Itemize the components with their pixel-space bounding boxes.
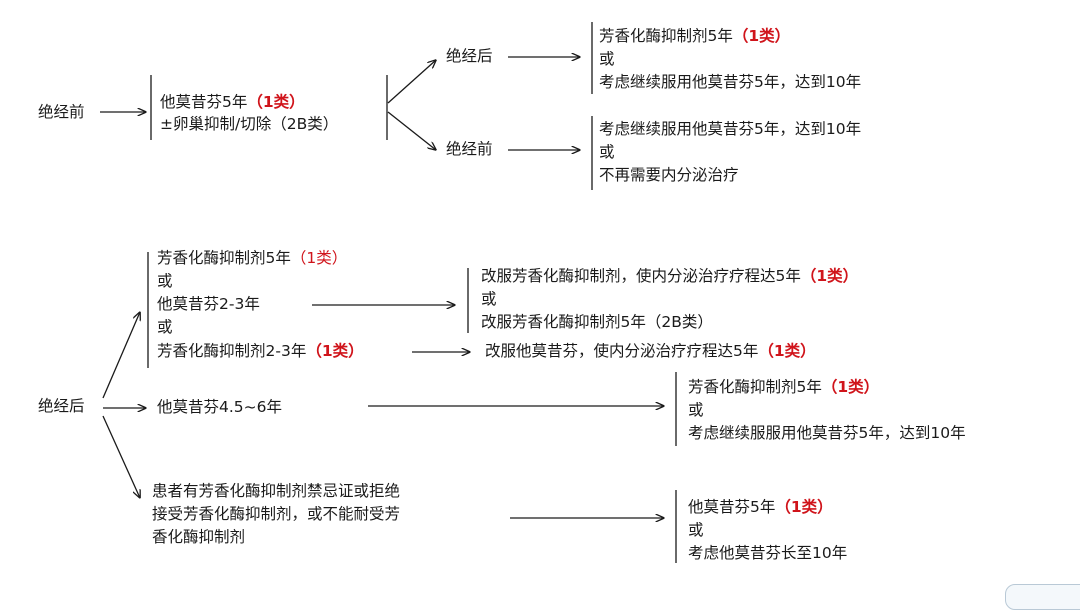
category-1-badge: （1类） [732,27,791,45]
category-1-badge: （1类） [775,498,833,516]
option-ai-2-3y: 芳香化酶抑制剂2-3年（1类） [157,341,364,362]
outcome-continue-tam-10y: 考虑继续服服用他莫昔芬5年，达到10年 [688,424,966,442]
option-ai-2-3y-label: 芳香化酶抑制剂2-3年 [157,342,307,360]
outcome-extend-tam-10y: 考虑他莫昔芬长至10年 [688,544,848,562]
outcome-continue-tam-10y: 考虑继续服用他莫昔芬5年，达到10年 [599,73,862,91]
node-postmenopausal-branch: 绝经后 [446,47,493,65]
option-ai-contraindicated-line3: 香化酶抑制剂 [152,528,246,546]
outcome-switch-to-tam-label: 改服他莫昔芬，使内分泌治疗疗程达5年 [485,342,759,360]
or-label: 或 [599,50,615,68]
node-tamoxifen-5y-label: 他莫昔芬5年 [160,93,248,111]
treatment-flowchart: 绝经前 他莫昔芬5年（1类） ±卵巢抑制/切除（2B类） 绝经后 绝经前 芳香化… [38,22,1080,610]
node-ovarian-suppression: ±卵巢抑制/切除（2B类） [160,115,339,133]
arrow-post-to-group1 [102,312,140,399]
or-label: 或 [599,143,615,161]
option-ai-contraindicated-line1: 患者有芳香化酶抑制剂禁忌证或拒绝 [152,482,401,500]
option-ai-5y-label: 芳香化酶抑制剂5年 [157,249,291,267]
category-1-badge: （1类） [247,93,305,111]
or-label: 或 [688,521,704,539]
category-1-badge: （1类） [758,342,816,360]
outcome-no-endocrine: 不再需要内分泌治疗 [599,166,739,184]
or-label: 或 [157,318,173,336]
option-tam-4-5-6y: 他莫昔芬4.5~6年 [157,398,282,416]
flowchart-connectors [100,22,677,563]
outcome-ai-5y: 芳香化酶抑制剂5年（1类） [599,26,790,47]
or-label: 或 [157,272,173,290]
arrow-split-up [387,60,436,104]
arrow-split-down [387,111,436,150]
outcome-continue-tam-10y: 考虑继续服用他莫昔芬5年，达到10年 [599,120,862,138]
outcome-tam-5y-label: 他莫昔芬5年 [688,498,776,516]
node-premenopausal-branch: 绝经前 [446,140,493,158]
node-tamoxifen-5y: 他莫昔芬5年（1类） [160,92,305,113]
or-label: 或 [481,290,497,308]
outcome-switch-to-ai: 改服芳香化酶抑制剂，使内分泌治疗疗程达5年（1类） [481,266,858,287]
category-1-badge: （1类） [821,378,880,396]
corner-overlay-widget [1005,584,1080,610]
arrow-post-to-contra [102,415,140,498]
category-1-badge: （1类） [306,342,364,360]
option-tam-2-3y: 他莫昔芬2-3年 [157,295,260,313]
outcome-switch-to-ai-label: 改服芳香化酶抑制剂，使内分泌治疗疗程达5年 [481,267,801,285]
outcome-tam-5y: 他莫昔芬5年（1类） [688,497,833,518]
or-label: 或 [688,401,704,419]
option-ai-contraindicated-line2: 接受芳香化酶抑制剂，或不能耐受芳 [152,505,401,523]
outcome-switch-to-ai-5y: 改服芳香化酶抑制剂5年（2B类） [481,313,713,331]
category-1-badge: （1类） [800,267,859,285]
outcome-ai-5y-label: 芳香化酶抑制剂5年 [599,27,733,45]
node-premenopausal-start: 绝经前 [38,103,85,121]
option-ai-5y: 芳香化酶抑制剂5年（1类） [157,248,347,269]
node-postmenopausal-start: 绝经后 [38,397,85,415]
outcome-ai-5y-label: 芳香化酶抑制剂5年 [688,378,822,396]
outcome-ai-5y: 芳香化酶抑制剂5年（1类） [688,377,879,398]
category-1-badge: （1类） [290,249,348,267]
outcome-switch-to-tam: 改服他莫昔芬，使内分泌治疗疗程达5年（1类） [485,341,816,362]
